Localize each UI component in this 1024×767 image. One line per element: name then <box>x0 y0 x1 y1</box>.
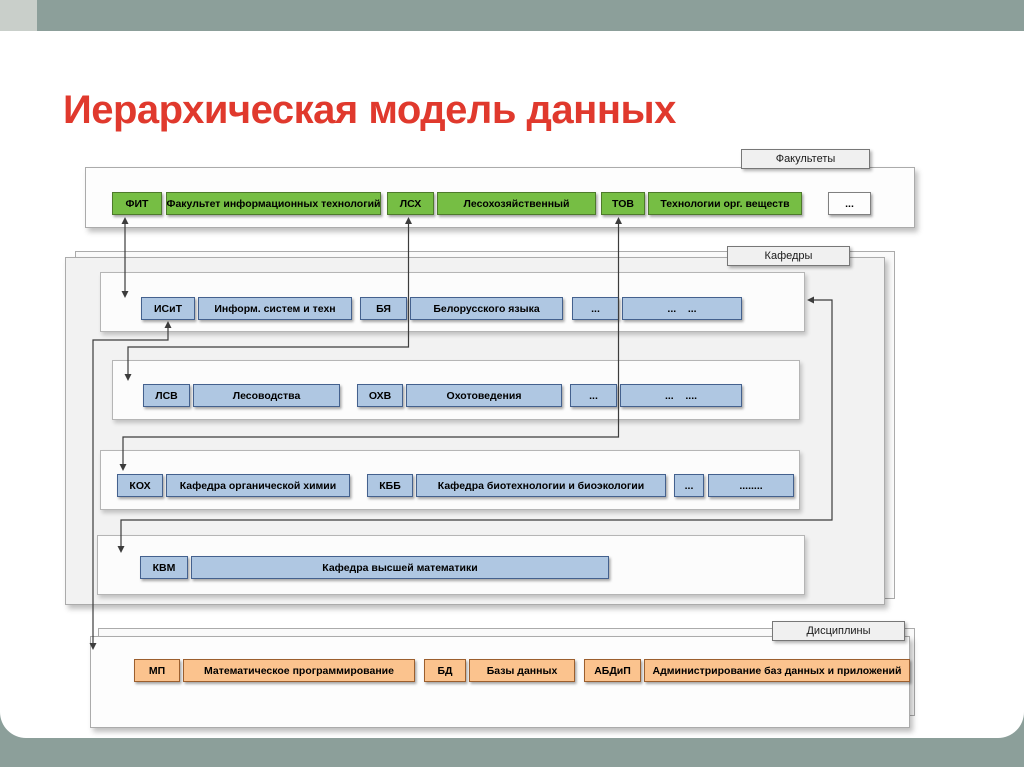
faculty-code-box: ТОВ <box>601 192 645 215</box>
dept-code-box: КВМ <box>140 556 188 579</box>
dept-more-box: ........ <box>708 474 794 497</box>
faculty-name-box: Факультет информационных технологий <box>166 192 381 215</box>
dept-more-box: ... .... <box>620 384 742 407</box>
dept-name-box: Информ. систем и техн <box>198 297 352 320</box>
faculty-name-box: Лесохозяйственный <box>437 192 596 215</box>
faculty-name-box: Технологии орг. веществ <box>648 192 802 215</box>
faculty-code-box: ЛСХ <box>387 192 434 215</box>
dept-name-box: Охотоведения <box>406 384 562 407</box>
dept-name-box: Кафедра биотехнологии и биоэкологии <box>416 474 666 497</box>
disciplines-container <box>90 636 910 728</box>
dept-code-box: ОХВ <box>357 384 403 407</box>
top-left-corner-square <box>0 0 37 31</box>
dept-code-box: КОХ <box>117 474 163 497</box>
discipline-name-box: Базы данных <box>469 659 575 682</box>
discipline-code-box: БД <box>424 659 466 682</box>
dept-code-box: БЯ <box>360 297 407 320</box>
dept-code-box: ИСиТ <box>141 297 195 320</box>
top-accent-bar <box>0 0 1024 31</box>
faculties-tag: Факультеты <box>741 149 870 169</box>
dept-more-box: ... ... <box>622 297 742 320</box>
dept-code-box: КББ <box>367 474 413 497</box>
dept-more-box: ... <box>570 384 617 407</box>
dept-more-box: ... <box>572 297 619 320</box>
dept-name-box: Лесоводства <box>193 384 340 407</box>
dept-more-box: ... <box>674 474 704 497</box>
dept-name-box: Белорусского языка <box>410 297 563 320</box>
discipline-name-box: Математическое программирование <box>183 659 415 682</box>
page-title: Иерархическая модель данных <box>63 88 676 132</box>
dept-code-box: ЛСВ <box>143 384 190 407</box>
discipline-code-box: АБДиП <box>584 659 641 682</box>
departments-tag: Кафедры <box>727 246 850 266</box>
faculty-more-box: ... <box>828 192 871 215</box>
disciplines-tag: Дисциплины <box>772 621 905 641</box>
discipline-name-box: Администрирование баз данных и приложени… <box>644 659 910 682</box>
discipline-code-box: МП <box>134 659 180 682</box>
dept-name-box: Кафедра высшей математики <box>191 556 609 579</box>
dept-name-box: Кафедра органической химии <box>166 474 350 497</box>
faculty-code-box: ФИТ <box>112 192 162 215</box>
